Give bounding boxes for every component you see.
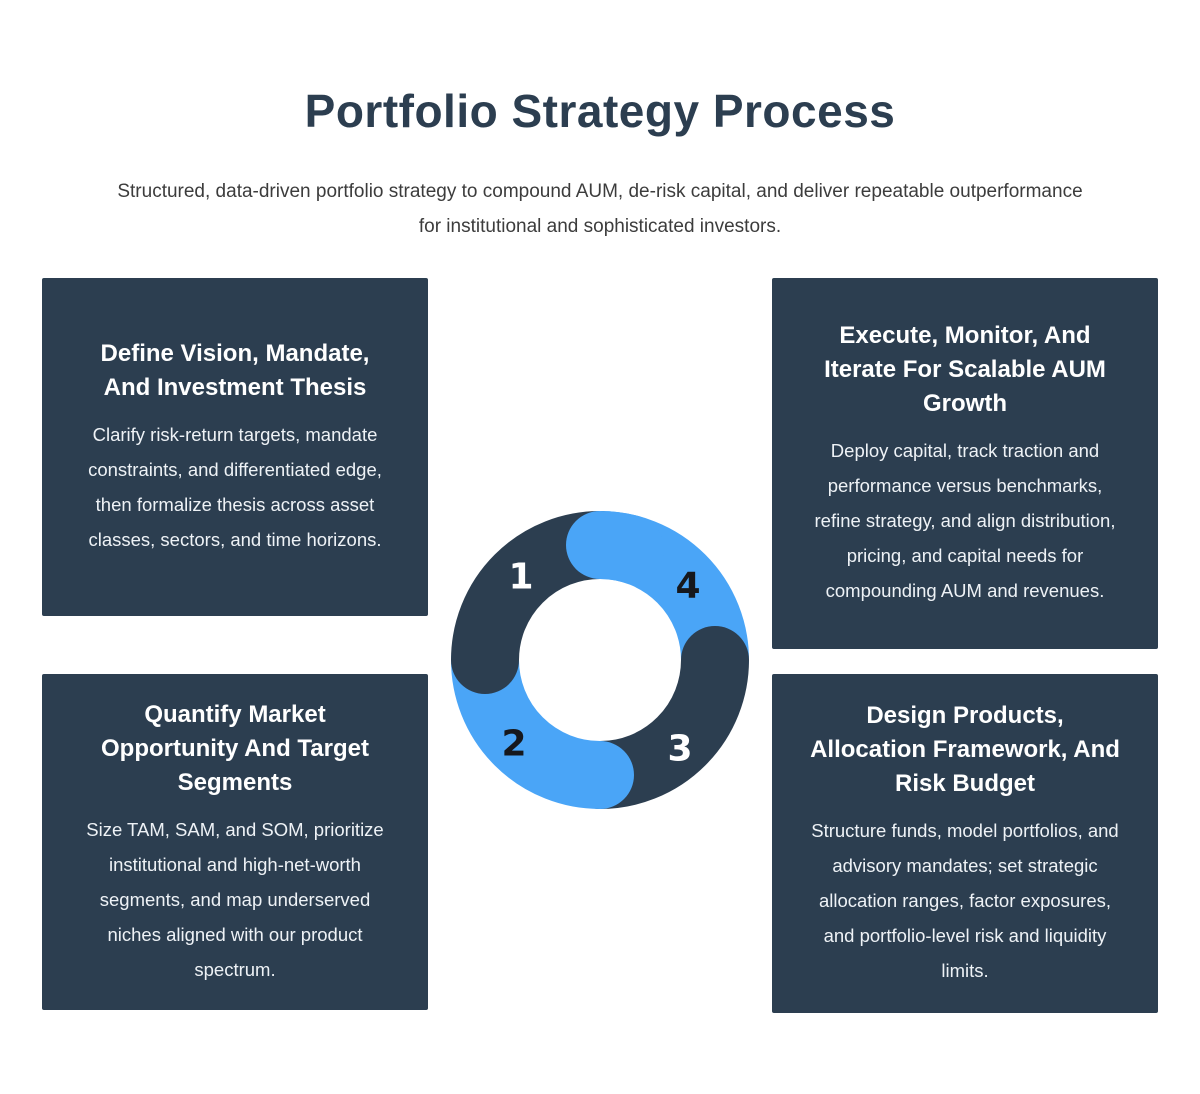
- segment-number-4: 4: [675, 565, 701, 607]
- page-subtitle: Structured, data-driven portfolio strate…: [117, 181, 1083, 237]
- step-3-description: Structure funds, model portfolios, and a…: [811, 820, 1119, 981]
- step-4-description: Deploy capital, track traction and perfo…: [814, 440, 1116, 601]
- step-card-3: Design Products, Allocation Framework, A…: [772, 674, 1158, 1013]
- segment-number-2: 2: [501, 723, 527, 765]
- page-title: Portfolio Strategy Process: [304, 85, 896, 137]
- step-card-4: Execute, Monitor, And Iterate For Scalab…: [772, 278, 1158, 649]
- segment-number-3: 3: [667, 728, 693, 770]
- step-card-2: Quantify Market Opportunity And Target S…: [42, 674, 428, 1010]
- cycle-segment-4-cap: [566, 510, 664, 583]
- step-4-title: Execute, Monitor, And Iterate For Scalab…: [824, 322, 1106, 417]
- step-2-title: Quantify Market Opportunity And Target S…: [101, 700, 369, 796]
- step-card-1: Define Vision, Mandate, And Investment T…: [42, 278, 428, 616]
- step-2-description: Size TAM, SAM, and SOM, prioritize insti…: [86, 818, 384, 980]
- step-1-description: Clarify risk-return targets, mandate con…: [88, 424, 382, 550]
- cycle-diagram: 1 2 3 4: [450, 510, 750, 810]
- cycle-diagram-svg: [451, 510, 749, 809]
- step-1-title: Define Vision, Mandate, And Investment T…: [100, 340, 370, 401]
- segment-number-1: 1: [508, 556, 534, 598]
- step-3-title: Design Products, Allocation Framework, A…: [810, 702, 1120, 797]
